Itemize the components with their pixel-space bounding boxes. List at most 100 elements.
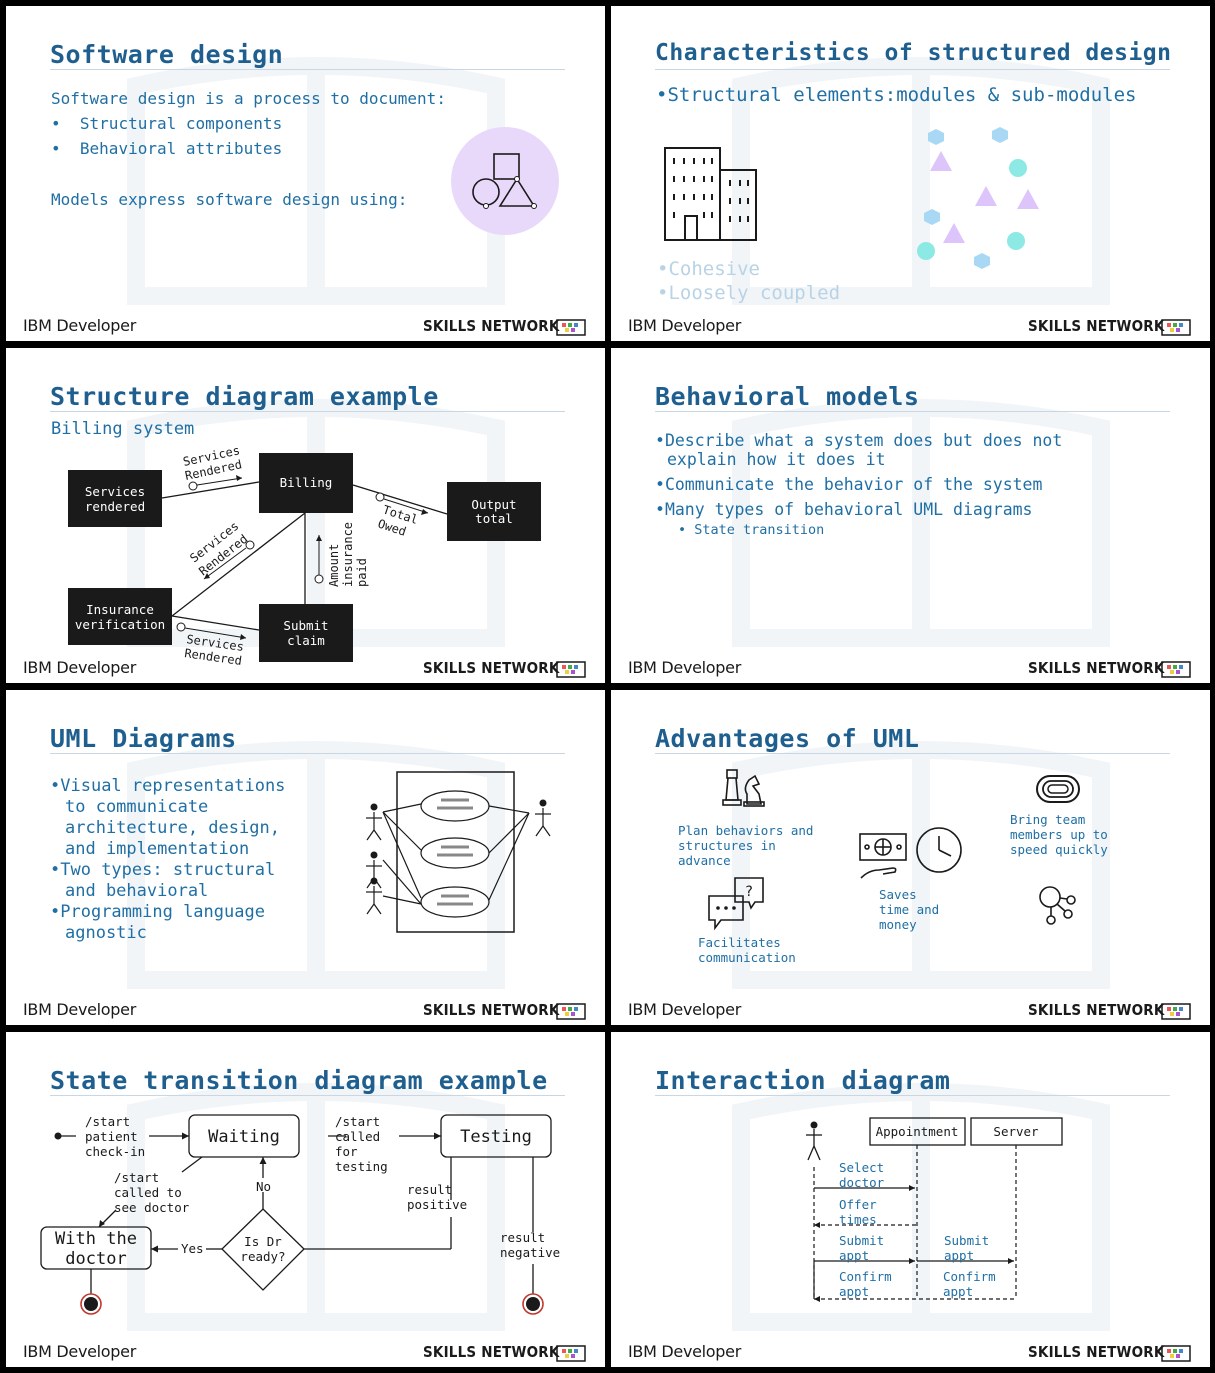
transition-label: /start xyxy=(335,1114,380,1129)
transition-label: patient xyxy=(85,1129,138,1144)
skills-network-logo: SKILLS NETWORK xyxy=(1028,659,1165,677)
transition-label: No xyxy=(256,1179,271,1194)
skills-network-logo: SKILLS NETWORK xyxy=(423,1343,560,1361)
state-label: Testing xyxy=(460,1127,532,1147)
skills-network-icon xyxy=(1161,1345,1191,1362)
book-watermark-icon xyxy=(127,1083,505,1331)
transition-label: see doctor xyxy=(114,1200,190,1215)
slide-behavioral-models: Behavioral models •Describe what a syste… xyxy=(611,348,1210,683)
title-divider xyxy=(50,1095,565,1096)
book-watermark-icon xyxy=(732,399,1110,647)
bullet-item: •Programming language xyxy=(50,902,265,922)
decision-label: Is Dr xyxy=(244,1234,282,1249)
network-nodes-icon xyxy=(1039,886,1076,925)
skills-network-icon xyxy=(1161,661,1191,678)
models-text: Models express software design using: xyxy=(51,190,408,209)
sequence-diagram: Appointment Server Select doctor Offer t… xyxy=(806,1117,1063,1302)
transition-label: negative xyxy=(500,1245,560,1260)
skills-network-logo: SKILLS NETWORK xyxy=(423,659,560,677)
skills-network-logo: SKILLS NETWORK xyxy=(423,1001,560,1019)
skills-network-logo: SKILLS NETWORK xyxy=(1028,1343,1165,1361)
is-ready-decision xyxy=(221,1208,305,1291)
box-label: Insurance xyxy=(86,602,154,617)
use-case-diagram-icon xyxy=(366,771,551,933)
title-divider xyxy=(50,753,565,754)
message-label: Select xyxy=(839,1160,884,1175)
message-label: appt xyxy=(839,1248,869,1263)
bullet-item: • Behavioral attributes xyxy=(51,139,283,158)
state-label: With the xyxy=(55,1229,137,1249)
submit-claim-box xyxy=(259,604,353,662)
bullet-item: •Describe what a system does but does no… xyxy=(655,431,1063,450)
title-divider xyxy=(655,753,1170,754)
transition-label: called xyxy=(335,1129,380,1144)
transition-label: testing xyxy=(335,1159,388,1174)
state-label: doctor xyxy=(65,1249,126,1269)
box-label: rendered xyxy=(85,499,145,514)
transition-label: /start xyxy=(85,1114,130,1129)
box-label: Services xyxy=(85,484,145,499)
message-label: Offer xyxy=(839,1197,877,1212)
ibm-developer-logo: IBM Developer xyxy=(23,658,136,677)
box-label: Billing xyxy=(280,475,333,490)
message-label: appt xyxy=(943,1284,973,1299)
message-label: appt xyxy=(944,1248,974,1263)
message-label: Submit xyxy=(839,1233,884,1248)
transition-label: /start xyxy=(114,1170,159,1185)
book-watermark-icon xyxy=(732,1083,1110,1331)
svg-text:?: ? xyxy=(745,884,753,900)
title-divider xyxy=(655,69,1170,70)
services-rendered-box xyxy=(68,470,162,527)
transition-label: result xyxy=(500,1230,545,1245)
title-divider xyxy=(50,69,565,70)
message-label: Confirm xyxy=(943,1269,996,1284)
state-label: Waiting xyxy=(208,1127,280,1147)
message-label: times xyxy=(839,1212,877,1227)
skills-network-icon xyxy=(1161,319,1191,336)
ibm-developer-logo: IBM Developer xyxy=(23,1342,136,1361)
slide-title: State transition diagram example xyxy=(50,1066,548,1095)
billing-box xyxy=(259,453,353,513)
bullet-item: •Communicate the behavior of the system xyxy=(655,475,1043,494)
lifeline-label: Appointment xyxy=(876,1124,959,1139)
bullet-item: •Structural elements:modules & sub-modul… xyxy=(656,84,1137,106)
bullet-item: •Two types: structural xyxy=(50,860,276,880)
modules-icon xyxy=(917,127,1039,269)
bullet-item-continued: explain how it does it xyxy=(667,450,886,469)
slide-uml-diagrams: UML Diagrams •Visual representations to … xyxy=(6,690,605,1025)
chess-pieces-icon xyxy=(722,769,765,807)
ibm-developer-logo: IBM Developer xyxy=(23,1000,136,1019)
shapes-icon xyxy=(451,127,559,235)
book-watermark-icon xyxy=(732,741,1110,989)
bullet-item: • Structural components xyxy=(51,114,283,133)
transition-label: check-in xyxy=(85,1144,145,1159)
slide-title: Interaction diagram xyxy=(655,1066,951,1095)
box-label: total xyxy=(475,511,513,526)
message-label: appt xyxy=(839,1284,869,1299)
race-track-icon xyxy=(1036,775,1080,803)
slide-title: Characteristics of structured design xyxy=(655,40,1172,66)
slide-title: Software design xyxy=(50,40,284,69)
book-watermark-icon xyxy=(127,57,505,305)
box-label: Submit xyxy=(283,618,328,633)
slide-structured-design: Characteristics of structured design •St… xyxy=(611,6,1210,341)
ibm-developer-logo: IBM Developer xyxy=(23,316,136,335)
book-watermark-icon xyxy=(127,399,505,647)
chat-bubbles-icon: ? xyxy=(708,877,764,931)
bullet-item-continued: and implementation xyxy=(65,839,250,859)
book-watermark-icon xyxy=(127,741,505,989)
skills-network-logo: SKILLS NETWORK xyxy=(423,317,560,335)
building-icon xyxy=(664,147,757,241)
bullet-item: •Many types of behavioral UML diagrams xyxy=(655,500,1033,519)
ibm-developer-logo: IBM Developer xyxy=(628,1342,741,1361)
arrow-label: insurance xyxy=(341,522,355,587)
slide-title: UML Diagrams xyxy=(50,724,237,753)
faded-bullet: •Loosely coupled xyxy=(657,282,841,304)
transition-label: positive xyxy=(407,1197,467,1212)
bullet-item: •Visual representations xyxy=(50,776,286,796)
ibm-developer-logo: IBM Developer xyxy=(628,1000,741,1019)
skills-network-icon xyxy=(556,661,586,678)
